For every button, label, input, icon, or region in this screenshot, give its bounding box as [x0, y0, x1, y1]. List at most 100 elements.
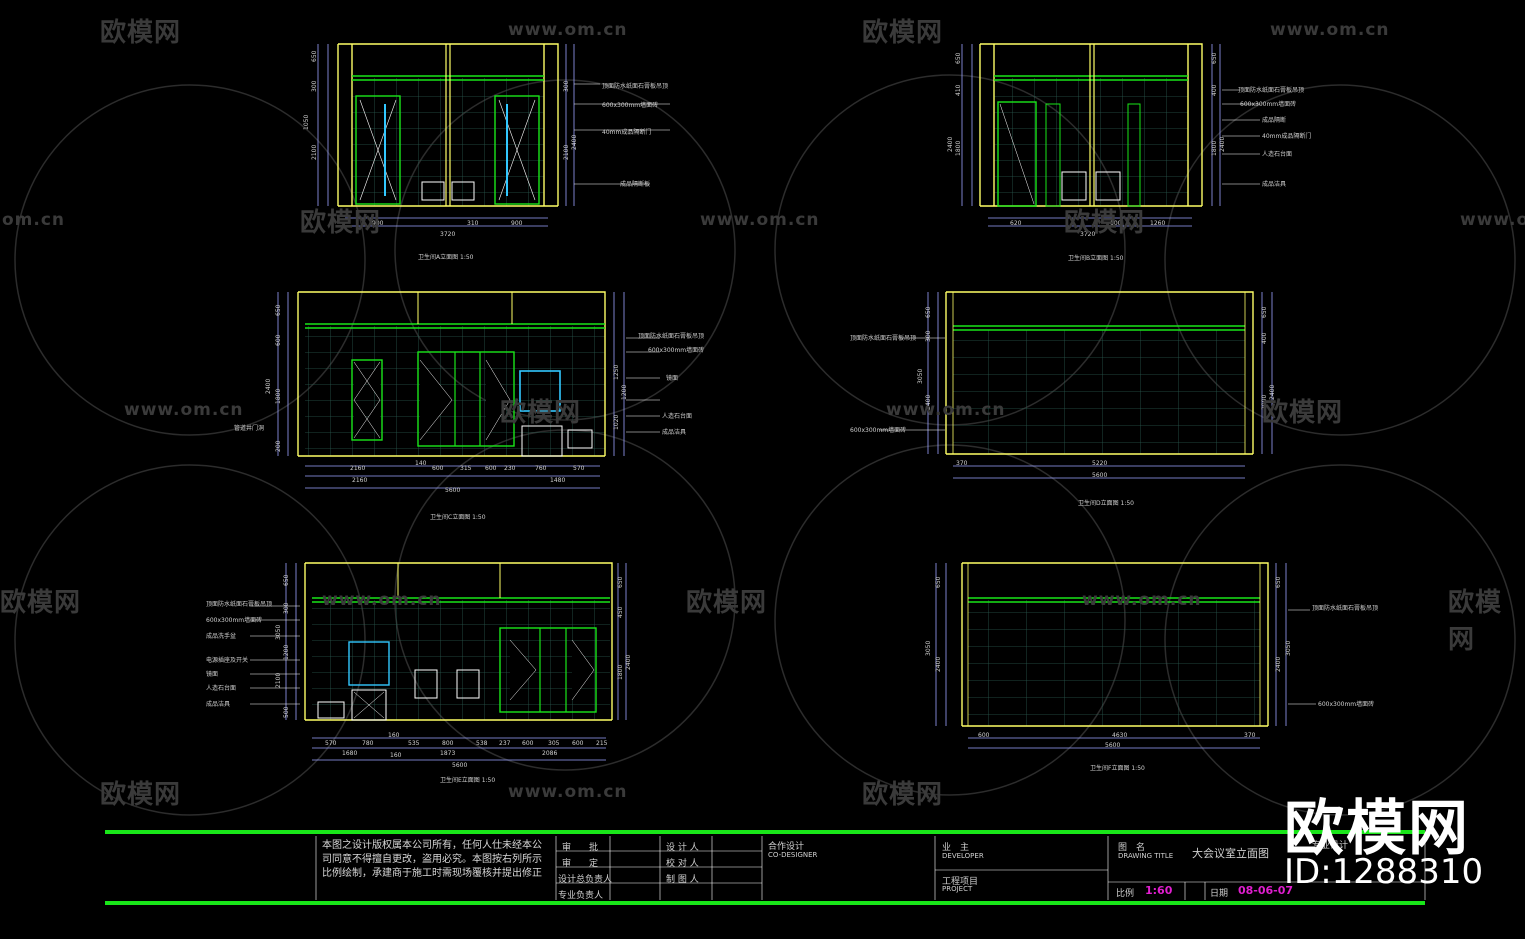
- watermark-url: www.om.cn: [1270, 20, 1390, 40]
- watermark-logo: 欧模网: [100, 18, 182, 48]
- elev-e-note5: 人造石台面: [206, 684, 236, 692]
- review-label: 审 定: [562, 859, 599, 869]
- elev-e-dim2-b3: 2086: [542, 750, 557, 757]
- elev-b-note5: 成品洁具: [1262, 180, 1286, 188]
- specialty-label: 专业设计: [1312, 841, 1349, 851]
- elev-d-dim-r0: 650: [1261, 306, 1268, 318]
- approve-label: 审 批: [562, 843, 599, 853]
- elev-e-dim-b7: 600: [522, 740, 534, 747]
- elev-e-dim-r0: 650: [617, 576, 624, 588]
- elev-d-dim-l2: 3050: [917, 369, 924, 384]
- elev-d-dim-l0: 650: [925, 306, 932, 318]
- elev-c-dim-b6: 760: [535, 465, 547, 472]
- elev-f-caption: 卫生间F立面图 1:50: [1090, 764, 1145, 772]
- watermark-url: www.om.cn: [322, 590, 442, 610]
- elev-c-dim-l1: 600: [275, 334, 282, 346]
- elev-e-dim-b8: 305: [548, 740, 560, 747]
- elev-e-dim2-b0: 1680: [342, 750, 357, 757]
- elev-e-dim-l1: 300: [283, 602, 290, 614]
- elev-b-dim-b8: 1260: [1150, 220, 1165, 227]
- elev-c-dim-b2: 600: [432, 465, 444, 472]
- elev-a-note0: 顶面防水纸面石膏板吊顶: [602, 82, 668, 90]
- elev-d-caption: 卫生间D立面图 1:50: [1078, 499, 1134, 507]
- elev-b-dim-b7: 600: [1110, 220, 1122, 227]
- elev-b-total: 3720: [1080, 231, 1095, 238]
- elev-a-dim-b1: 900: [372, 220, 384, 227]
- elev-d-dim-l1: 300: [925, 330, 932, 342]
- elev-f-note1: 600x300mm墙面砖: [1318, 700, 1374, 708]
- elevation-c-labels: 650 600 2400 1800 200 1250 1200 1020 216…: [234, 304, 704, 521]
- watermark-logo: 欧模网: [100, 780, 182, 810]
- scale-value: 1:60: [1145, 884, 1173, 897]
- elev-e-dim-b6: 237: [499, 740, 511, 747]
- drawing-title-label: 图 名: [1118, 843, 1146, 853]
- elev-e-note2: 成品洗手盆: [206, 632, 236, 640]
- elev-c-dim-r3: 1020: [613, 415, 620, 430]
- elevation-d-labels: 650 300 3050 2400 650 400 2400 2000 370 …: [850, 306, 1276, 507]
- elev-a-dim-b3: 310: [467, 220, 479, 227]
- designer-label: 设 计 人: [666, 843, 699, 853]
- elev-b-dim-b2: 620: [1010, 220, 1022, 227]
- elevation-f: [935, 562, 1316, 749]
- watermark-url: www.om.cn: [124, 400, 244, 420]
- elev-f-dim-r0: 650: [1275, 576, 1282, 588]
- elev-a-dim-l0: 650: [311, 50, 318, 62]
- elev-a-dim-b6: 900: [511, 220, 523, 227]
- drawing-title: 大会议室立面图: [1192, 847, 1269, 860]
- project-en-label: PROJECT: [942, 885, 973, 893]
- elev-c-side-note: 管道井门洞: [234, 424, 264, 432]
- elev-b-note0: 顶面防水纸面石膏板吊顶: [1238, 86, 1304, 94]
- elev-e-note6: 成品洁具: [206, 700, 230, 708]
- date-label: 日期: [1210, 889, 1229, 899]
- elev-b-dim-r2: 1800: [1211, 141, 1218, 156]
- elev-f-dim-r1: 2400: [1275, 657, 1282, 672]
- elev-b-note3: 40mm成品隔断门: [1262, 132, 1311, 140]
- co-design-en-label: CO-DESIGNER: [768, 851, 818, 859]
- watermark-url: om.cn: [2, 210, 66, 230]
- elev-d-dim-r2: 2400: [1269, 385, 1276, 400]
- elev-b-dim-r1: 400: [1211, 84, 1218, 96]
- elevation-a-labels: 650 300 1050 2100 300 2400 2100 900 310 …: [303, 50, 668, 261]
- elev-e-note3: 电源插座及开关: [206, 656, 248, 664]
- elev-e-note0: 顶面防水纸面石膏板吊顶: [206, 600, 272, 608]
- elev-c-note2: 镜面: [666, 374, 678, 382]
- elev-c-dim-r1: 1250: [613, 365, 620, 380]
- elev-e-dim-b9: 600: [572, 740, 584, 747]
- elev-c-dim-b1: 140: [415, 460, 427, 467]
- elev-e-dim-b10: 215: [596, 740, 608, 747]
- elev-c-dim2-b0: 2160: [352, 477, 367, 484]
- watermark-url: www.om.cn: [886, 400, 1006, 420]
- elev-d-dim-b0: 370: [956, 460, 968, 467]
- elev-b-note4: 人造石台面: [1262, 150, 1292, 158]
- elev-f-dim-l2: 2400: [935, 657, 942, 672]
- watermark-url: www.om.cn: [508, 782, 628, 802]
- elev-c-dim-l5: 200: [275, 440, 282, 452]
- elevation-a: [317, 43, 670, 227]
- elev-f-dim-l1: 3050: [925, 641, 932, 656]
- elev-c-dim-l0: 650: [275, 304, 282, 316]
- watermark-logo: 欧模网: [1262, 398, 1344, 428]
- elev-f-dim-b0: 600: [978, 732, 990, 739]
- elevation-e: [250, 562, 627, 761]
- elev-b-dim-l0: 650: [955, 52, 962, 64]
- elev-c-note0: 顶面防水纸面石膏板吊顶: [638, 332, 704, 340]
- elev-d-dim-l3: 2400: [925, 395, 932, 410]
- elev-b-note2: 成品隔断: [1262, 116, 1286, 124]
- elev-c-note1: 600x300mm墙面砖: [648, 346, 704, 354]
- watermark-logo: 欧模网: [0, 588, 82, 618]
- elev-a-note3: 成品隔断板: [620, 180, 650, 188]
- elev-a-dim-l3: 2100: [311, 145, 318, 160]
- elevation-b-labels: 650 410 2400 1800 650 400 1800 2400 620 …: [947, 52, 1311, 262]
- elev-e-dim-l6: 500: [283, 706, 290, 718]
- elev-e-dim2-b1: 160: [390, 752, 402, 759]
- project-label: 工程项目: [942, 877, 979, 887]
- elev-e-dim-r2: 2400: [625, 655, 632, 670]
- elev-a-dim-r0: 300: [563, 80, 570, 92]
- elev-a-dim-r2: 2100: [563, 145, 570, 160]
- elevation-d: [880, 291, 1273, 479]
- elev-e-dim-b1: 780: [362, 740, 374, 747]
- elev-c-note3: 人造石台面: [662, 412, 692, 420]
- elev-c-dim-l3: 2400: [265, 379, 272, 394]
- elev-c-dim-b3: 315: [460, 465, 472, 472]
